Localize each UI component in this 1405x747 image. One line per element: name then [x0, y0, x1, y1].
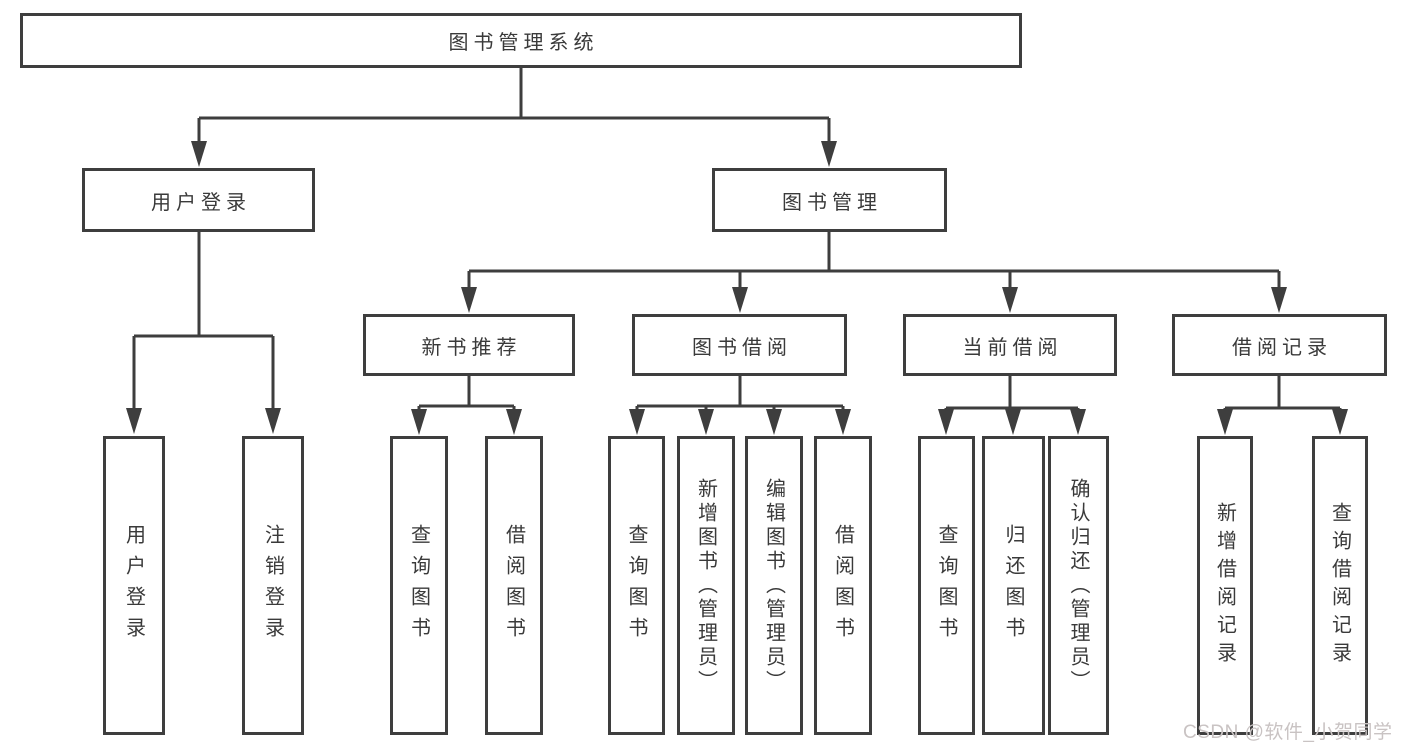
- leaf-return-book: 归还图书: [982, 436, 1045, 735]
- leaf-borrow-books-recommend: 借阅图书: [485, 436, 543, 735]
- node-new-book-recommend: 新书推荐: [363, 314, 575, 376]
- node-book-borrow: 图书借阅: [632, 314, 847, 376]
- node-root-system: 图书管理系统: [20, 13, 1022, 68]
- node-borrow-records: 借阅记录: [1172, 314, 1387, 376]
- node-user-login: 用户登录: [82, 168, 315, 232]
- leaf-user-login: 用户登录: [103, 436, 165, 735]
- leaf-logout: 注销登录: [242, 436, 304, 735]
- watermark: CSDN @软件_小贺同学: [1183, 722, 1393, 743]
- leaf-borrow-books: 借阅图书: [814, 436, 872, 735]
- leaf-add-book-admin: 新增图书（管理员）: [677, 436, 735, 735]
- leaf-confirm-return-admin: 确认归还（管理员）: [1048, 436, 1109, 735]
- tree-edges: [132, 68, 1342, 414]
- leaf-edit-book-admin: 编辑图书（管理员）: [745, 436, 803, 735]
- leaf-query-books-borrow: 查询图书: [608, 436, 665, 735]
- leaf-query-books-current: 查询图书: [918, 436, 975, 735]
- node-book-management: 图书管理: [712, 168, 947, 232]
- node-current-borrow: 当前借阅: [903, 314, 1117, 376]
- arrow-down-icons: [126, 141, 1348, 435]
- leaf-query-books-recommend: 查询图书: [390, 436, 448, 735]
- leaf-query-borrow-record: 查询借阅记录: [1312, 436, 1368, 735]
- leaf-add-borrow-record: 新增借阅记录: [1197, 436, 1253, 735]
